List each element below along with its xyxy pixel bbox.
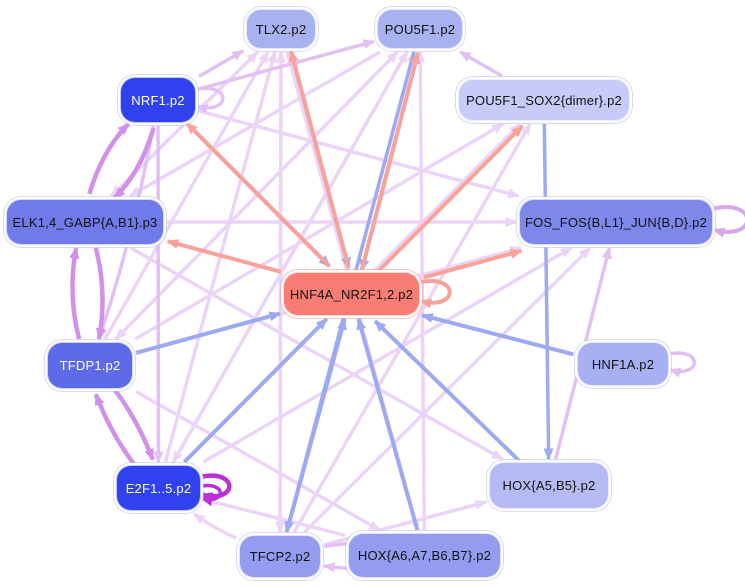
node-elk1[interactable]: ELK1,4_GABP{A,B1}.p3	[6, 199, 164, 245]
edge-nrf1-to-pou5f1	[198, 39, 376, 91]
node-psox2[interactable]: POU5F1_SOX2{dimer}.p2	[458, 79, 630, 121]
edge-selfloop-hnf1a	[665, 351, 696, 378]
edge-selfloop-e2f1	[197, 473, 232, 503]
edge-elk1-to-tfdp1	[93, 247, 106, 341]
edge-hoxa6-to-c	[356, 317, 420, 531]
node-tfcp2[interactable]: TFCP2.p2	[239, 535, 321, 578]
edge-e2f1-to-fos	[202, 246, 573, 464]
edge-selfloop-fos	[709, 205, 745, 238]
edge-psox2-to-pou5f1	[458, 50, 503, 78]
node-tfdp1[interactable]: TFDP1.p2	[47, 342, 133, 389]
edge-tfdp1-to-psox2	[134, 122, 505, 341]
edge-selfloop-nrf1	[192, 86, 225, 114]
node-e2f1[interactable]: E2F1..5.p2	[116, 465, 201, 511]
edge-c-to-psox2	[377, 124, 524, 273]
edge-tfdp1-to-elk1	[69, 246, 82, 340]
node-fos[interactable]: FOS_FOS{B,L1}_JUN{B,D}.p2	[519, 199, 713, 245]
edge-c-to-nrf1	[185, 121, 331, 268]
node-pou5f1[interactable]: POU5F1.p2	[377, 9, 463, 49]
edge-elk1-to-nrf1	[87, 122, 131, 195]
edge-hoxa6-to-e2f1	[202, 497, 346, 538]
edge-tfcp2-to-e2f1	[193, 512, 237, 540]
edge-selfloop-c	[416, 279, 452, 309]
edge-tfdp1-to-tlx2	[103, 50, 270, 340]
edge-tlx2-to-tfcp2	[275, 51, 286, 534]
edge-tfcp2-to-psox2	[292, 122, 532, 533]
edge-elk1-to-hoxa5	[129, 246, 504, 461]
edge-selfloop-e2f1	[197, 483, 222, 507]
edge-e2f1-to-tfdp1	[93, 393, 137, 466]
node-hnf1a[interactable]: HNF1A.p2	[577, 342, 669, 386]
edge-nrf1-to-tlx2	[198, 49, 245, 78]
edge-hoxa6-to-pou5f1	[415, 50, 427, 531]
edge-hnf1a-to-c	[420, 313, 574, 357]
edge-tfdp1-to-hoxa6	[135, 390, 381, 532]
edge-c-to-fos	[423, 248, 523, 280]
edge-tfdp1-to-e2f1	[112, 388, 155, 461]
edge-tfdp1-to-c	[135, 311, 282, 355]
edge-nrf1-to-elk1	[112, 127, 156, 200]
edge-psox2-to-hoxa5	[542, 123, 554, 461]
edge-e2f1-to-c	[182, 317, 329, 464]
edge-pou5f1-to-e2f1	[171, 51, 409, 464]
edge-c-to-tlx2	[288, 49, 351, 269]
node-hoxa5[interactable]: HOX{A5,B5}.p2	[489, 462, 609, 509]
edge-hoxa5-to-c	[373, 319, 521, 463]
edge-c-to-elk1	[166, 239, 282, 274]
edge-pou5f1-to-elk1	[128, 50, 381, 198]
edge-c-to-pou5f1	[359, 51, 421, 271]
node-tlx2[interactable]: TLX2.p2	[246, 9, 316, 49]
node-hoxa6[interactable]: HOX{A6,A7,B6,B7}.p2	[348, 533, 501, 578]
node-nrf1[interactable]: NRF1.p2	[120, 77, 196, 123]
node-c[interactable]: HNF4A_NR2F1,2.p2	[283, 272, 420, 316]
